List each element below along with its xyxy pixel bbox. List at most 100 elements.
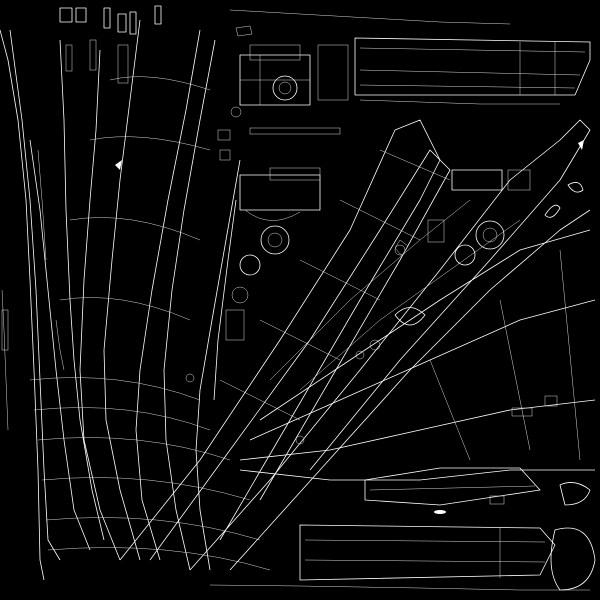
middle-left-cluster (217, 129, 321, 341)
tl-piece-9 (65, 44, 73, 72)
fan-rib-3 (37, 437, 231, 461)
fan-rib-5 (45, 517, 261, 541)
right-small-poly (394, 239, 409, 257)
fan-strip-2 (9, 29, 61, 561)
mid-box-3 (225, 309, 245, 341)
top-block-line-3 (359, 84, 576, 89)
diag-rib-8 (559, 249, 581, 461)
tl-piece-10 (235, 25, 253, 37)
diag-strip-1 (119, 119, 441, 561)
top-right-block (229, 9, 591, 105)
tl-piece-6 (154, 5, 162, 25)
misc-circle-2 (295, 435, 305, 445)
bottom-right-part-2 (559, 482, 591, 506)
mid-box-2 (269, 167, 321, 181)
mid-curve-1 (244, 209, 301, 221)
bottom-block-2-line-1 (304, 539, 546, 543)
diag-rib-6 (429, 359, 471, 461)
top-block-outline (354, 37, 591, 96)
mech-gear-1 (272, 75, 298, 101)
bottom-small-capsule (434, 510, 446, 514)
fan-rib-9 (89, 136, 211, 151)
bottom-block-1 (364, 467, 541, 506)
fan-rib-6 (47, 547, 271, 571)
left-edge-2 (1, 309, 9, 351)
mech-box-3 (317, 44, 349, 101)
bottom-block-2-line-2 (304, 559, 546, 563)
diag-strip-4 (229, 209, 591, 571)
mid-box-5 (219, 149, 231, 161)
diag-strip-7 (239, 399, 596, 461)
misc-bits (115, 140, 584, 505)
right-leaf-2 (567, 182, 584, 193)
tl-piece-1 (59, 7, 73, 23)
fan-strip-7 (135, 29, 201, 561)
bottom-strip (209, 584, 590, 591)
diag-rib-2 (259, 319, 341, 361)
mid-gear-1-inner (267, 232, 283, 248)
misc-rect-1 (511, 407, 533, 417)
top-block-line-2 (359, 69, 581, 76)
tl-piece-4 (117, 13, 127, 33)
diag-strip-3 (189, 119, 591, 571)
fan-strip-5 (79, 49, 121, 561)
diag-rib-4 (339, 199, 421, 241)
fan-rib-1 (29, 377, 201, 401)
diag-strip-8 (239, 469, 595, 481)
fan-rib-4 (41, 477, 251, 501)
right-cluster (355, 169, 584, 360)
tl-piece-11 (230, 106, 242, 118)
diag-strip-2 (149, 149, 451, 561)
mid-box-1 (239, 174, 321, 211)
top-mechanical-part (239, 44, 349, 135)
fan-rib-10 (109, 76, 211, 91)
fan-strip-6 (103, 19, 141, 561)
tl-piece-3 (103, 7, 111, 29)
tl-piece-7 (117, 44, 129, 84)
right-dot-2 (355, 350, 365, 360)
right-dot-1 (369, 339, 381, 351)
right-box-3 (427, 219, 445, 243)
mid-gear-1 (260, 225, 290, 255)
diag-rib-3 (299, 259, 381, 301)
diagonal-strips (119, 119, 596, 571)
diag-strip-5 (259, 229, 591, 421)
top-strip-thin-2 (359, 99, 560, 105)
left-edge-details (1, 149, 65, 431)
misc-circle-1 (394, 244, 406, 256)
bottom-right-blocks (209, 467, 596, 591)
bottom-block-1-line (369, 485, 536, 491)
misc-tri-2 (578, 140, 584, 150)
fan-strip-1 (0, 29, 45, 581)
top-left-pieces (59, 5, 253, 118)
tl-piece-2 (75, 7, 87, 23)
misc-rect-3 (489, 495, 505, 505)
misc-rect-2 (544, 395, 558, 407)
fan-rib-8 (69, 217, 201, 241)
fan-strip-10 (213, 199, 237, 401)
left-fan-strips (0, 19, 241, 581)
left-edge-1 (1, 289, 9, 431)
left-edge-4 (55, 319, 65, 371)
bottom-right-part (550, 527, 596, 591)
fan-rib-2 (33, 407, 211, 431)
mid-gear-3 (231, 286, 249, 304)
right-gear-2 (454, 244, 476, 266)
right-box-1 (451, 169, 503, 191)
fan-strip-9 (195, 159, 241, 571)
top-block-line-1 (359, 47, 586, 53)
diagonal-ribs (219, 149, 581, 461)
left-edge-3 (37, 149, 47, 261)
mech-box-2 (249, 44, 301, 61)
misc-tri-1 (115, 160, 122, 170)
right-oval (394, 307, 426, 326)
mech-bar (249, 127, 341, 135)
fan-strip-4 (59, 39, 105, 541)
misc-circle-3 (185, 373, 195, 383)
mid-box-4 (217, 129, 231, 141)
bottom-block-2 (299, 524, 556, 581)
right-leaf-1 (544, 204, 561, 218)
right-box-2 (507, 169, 531, 191)
